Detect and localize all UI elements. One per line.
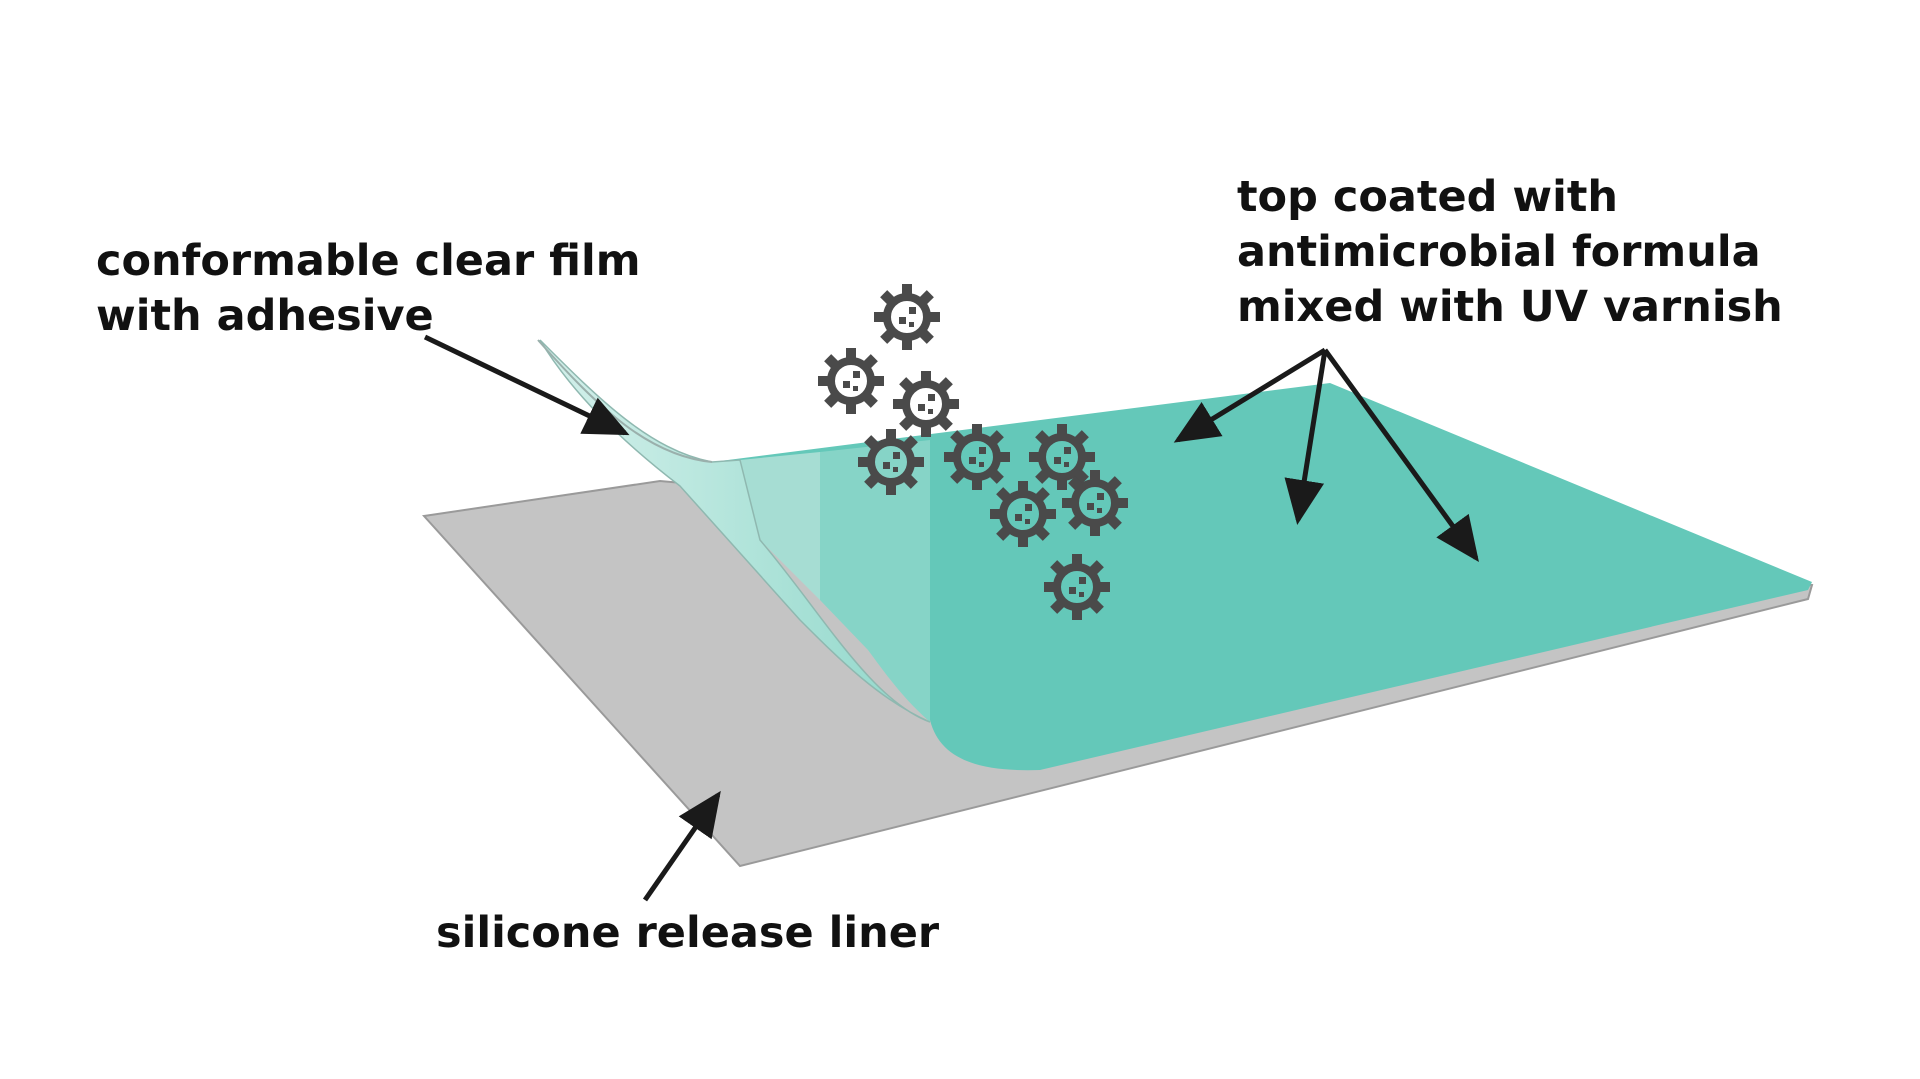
label-release-liner-line1: silicone release liner [436, 908, 940, 958]
label-release-liner: silicone release liner [436, 906, 939, 961]
film-band-light [740, 452, 820, 600]
arrow-coating-1 [1173, 347, 1327, 443]
label-clear-film-line2: with adhesive [96, 291, 434, 341]
arrow-liner [642, 790, 721, 902]
virus-icon [874, 284, 940, 350]
virus-icon [818, 348, 884, 414]
film-band-mid [820, 440, 930, 722]
arrow-coating-2 [1284, 349, 1328, 525]
arrow-coating-3 [1322, 348, 1479, 563]
label-clear-film: conformable clear film with adhesive [96, 234, 641, 344]
label-coating-line3: mixed with UV varnish [1237, 282, 1783, 332]
label-coating-line2: antimicrobial formula [1237, 227, 1761, 277]
label-clear-film-line1: conformable clear film [96, 236, 641, 286]
label-coating-line1: top coated with [1237, 172, 1618, 222]
virus-icon [893, 371, 959, 437]
label-antimicrobial-coating: top coated with antimicrobial formula mi… [1237, 170, 1783, 335]
arrow-film [423, 334, 630, 436]
peeled-film-edge [539, 339, 931, 723]
